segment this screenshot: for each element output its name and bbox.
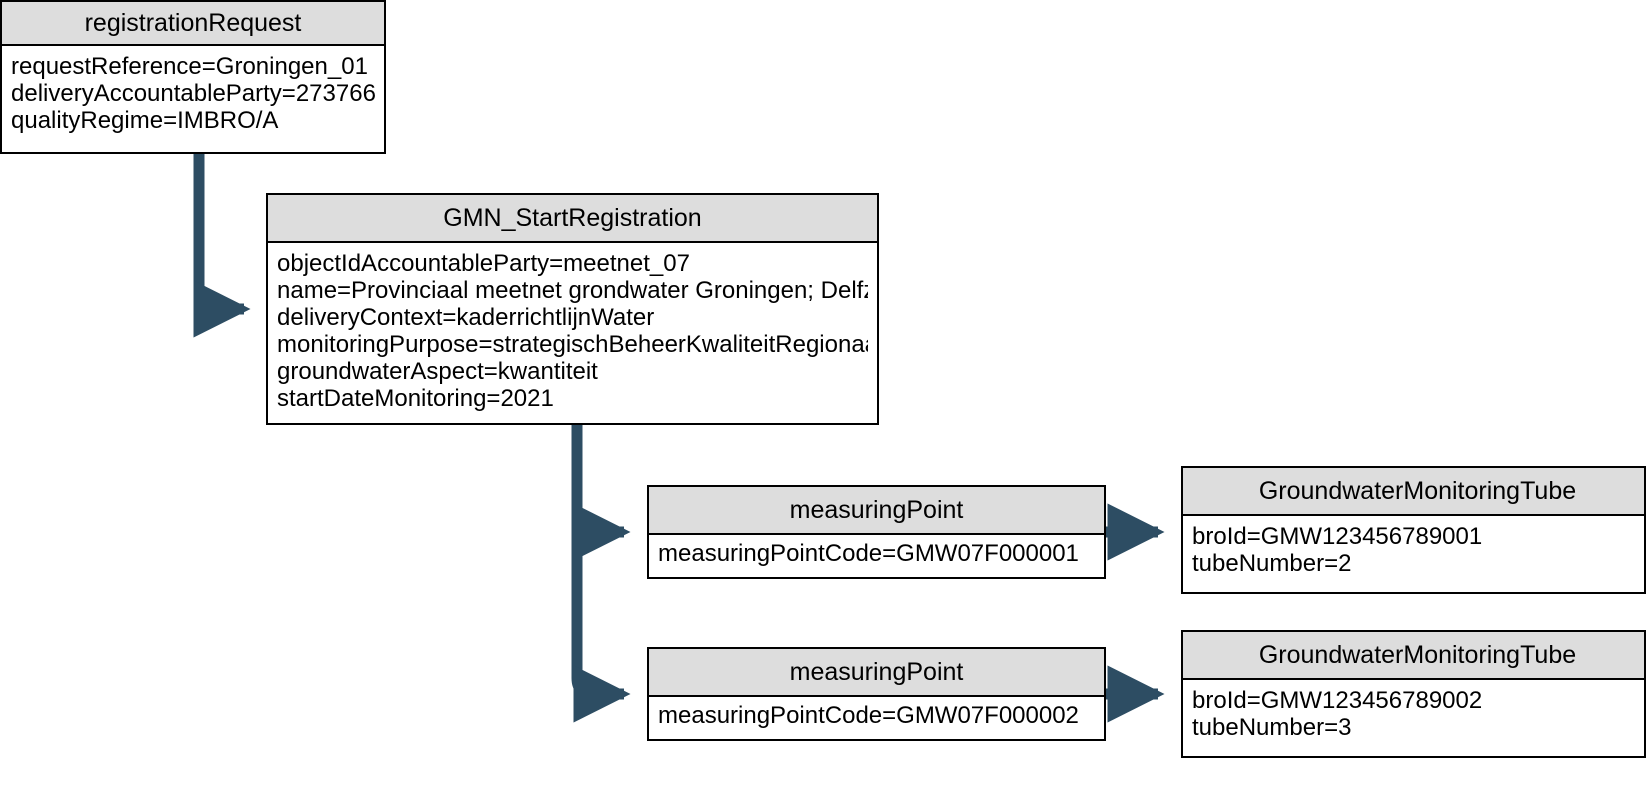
- object-title-gmn-start-registration: GMN_StartRegistration: [268, 195, 877, 243]
- attribute-measuring-point-code-2: measuringPointCode=GMW07F000002: [658, 702, 1079, 729]
- attribute-object-id-accountable-party: objectIdAccountableParty=meetnet_07: [277, 250, 690, 277]
- object-box-gmn-start-registration[interactable]: GMN_StartRegistration objectIdAccountabl…: [266, 193, 879, 425]
- attribute-monitoring-purpose: monitoringPurpose=strategischBeheerKwali…: [277, 331, 868, 358]
- attribute-groundwater-aspect: groundwaterAspect=kwantiteit: [277, 358, 598, 385]
- object-title-registration-request: registrationRequest: [2, 2, 384, 46]
- attribute-tube-number-2: tubeNumber=3: [1192, 714, 1352, 741]
- object-box-registration-request[interactable]: registrationRequest requestReference=Gro…: [0, 0, 386, 154]
- connector-registration-to-point-2: [571, 425, 631, 723]
- attribute-quality-regime: qualityRegime=IMBRO/A: [11, 107, 279, 134]
- attribute-delivery-context: deliveryContext=kaderrichtlijnWater: [277, 304, 655, 331]
- object-title-groundwater-monitoring-tube-2: GroundwaterMonitoringTube: [1183, 632, 1644, 680]
- attribute-bro-id-2: broId=GMW123456789002: [1192, 687, 1483, 714]
- object-box-groundwater-monitoring-tube-2[interactable]: GroundwaterMonitoringTube broId=GMW12345…: [1181, 630, 1646, 758]
- attribute-name: name=Provinciaal meetnet grondwater Gron…: [277, 277, 868, 304]
- object-attributes-groundwater-monitoring-tube-1: broId=GMW123456789001 tubeNumber=2: [1183, 516, 1644, 592]
- connector-registration-to-point-1: [571, 425, 631, 561]
- object-box-measuring-point-2[interactable]: measuringPoint measuringPointCode=GMW07F…: [647, 647, 1106, 741]
- object-title-measuring-point-2: measuringPoint: [649, 649, 1104, 697]
- object-attributes-measuring-point-1: measuringPointCode=GMW07F000001: [649, 535, 1104, 577]
- object-attributes-registration-request: requestReference=Groningen_01 deliveryAc…: [2, 46, 384, 152]
- object-attributes-groundwater-monitoring-tube-2: broId=GMW123456789002 tubeNumber=3: [1183, 680, 1644, 756]
- object-box-groundwater-monitoring-tube-1[interactable]: GroundwaterMonitoringTube broId=GMW12345…: [1181, 466, 1646, 594]
- attribute-bro-id-1: broId=GMW123456789001: [1192, 523, 1483, 550]
- object-attributes-gmn-start-registration: objectIdAccountableParty=meetnet_07 name…: [268, 243, 877, 423]
- object-title-measuring-point-1: measuringPoint: [649, 487, 1104, 535]
- object-title-groundwater-monitoring-tube-1: GroundwaterMonitoringTube: [1183, 468, 1644, 516]
- attribute-request-reference: requestReference=Groningen_01: [11, 53, 368, 80]
- connector-request-to-registration: [193, 154, 251, 338]
- attribute-measuring-point-code-1: measuringPointCode=GMW07F000001: [658, 540, 1079, 567]
- object-attributes-measuring-point-2: measuringPointCode=GMW07F000002: [649, 697, 1104, 739]
- attribute-start-date-monitoring: startDateMonitoring=2021: [277, 385, 554, 412]
- attribute-tube-number-1: tubeNumber=2: [1192, 550, 1352, 577]
- object-box-measuring-point-1[interactable]: measuringPoint measuringPointCode=GMW07F…: [647, 485, 1106, 579]
- attribute-delivery-accountable-party: deliveryAccountableParty=27376658: [11, 80, 375, 107]
